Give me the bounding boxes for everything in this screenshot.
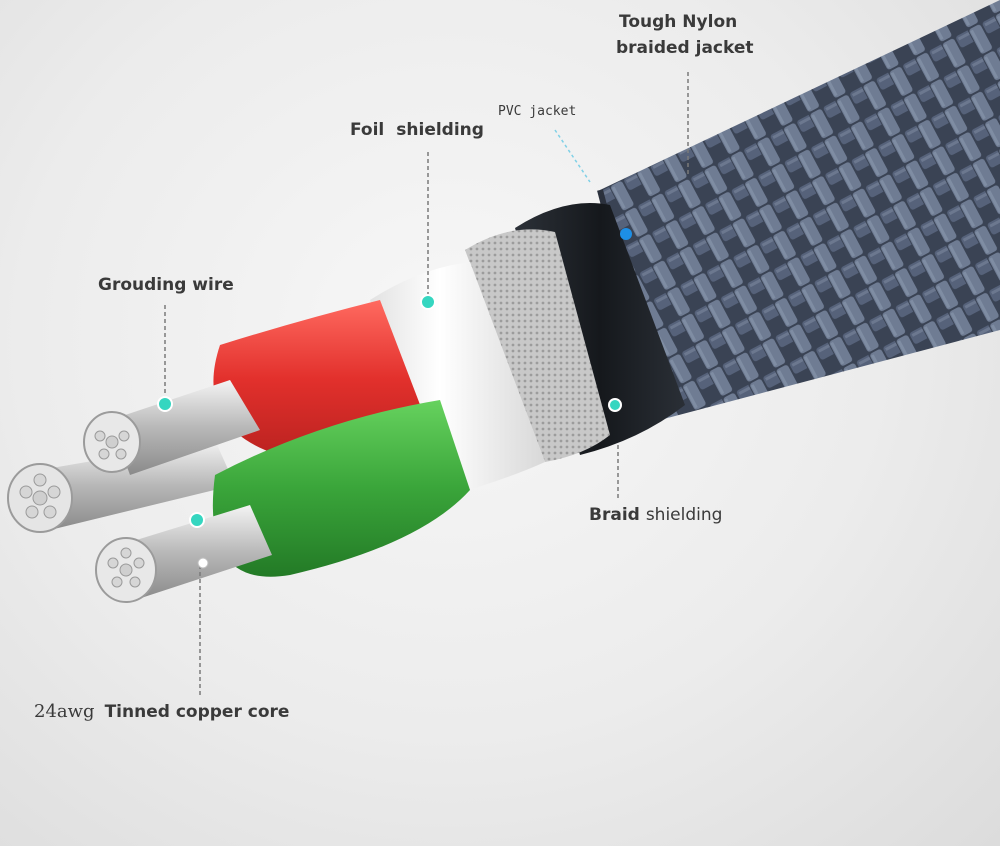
marker-grounding-icon (157, 396, 173, 412)
label-braid-part2: shielding (645, 505, 723, 525)
label-tough-nylon-line1: Tough Nylon (619, 12, 738, 32)
marker-foil-icon (420, 294, 436, 310)
leader-pvc (554, 129, 591, 183)
braid-shielding-body (465, 229, 610, 462)
label-tinned-copper-core: Tinned copper core (104, 702, 290, 722)
green-insulation (212, 400, 470, 577)
label-foil-part1: Foil (350, 120, 385, 140)
label-gauge: 24awg (34, 701, 95, 722)
label-pvc-jacket: PVC jacket (498, 104, 577, 119)
label-foil-part2: shielding (396, 120, 484, 140)
label-braid-part1: Braid (589, 505, 640, 525)
label-foil-shielding: Foil shielding (350, 120, 484, 140)
green-core-strand (120, 505, 272, 600)
pvc-blue-dot (620, 228, 632, 240)
marker-core-icon (197, 557, 209, 569)
red-core-strand (110, 380, 260, 475)
label-core: 24awg Tinned copper core (34, 701, 289, 722)
marker-green-icon (189, 512, 205, 528)
label-braid-shielding: Braid shielding (589, 505, 722, 525)
label-grounding-wire: Grouding wire (98, 275, 234, 295)
label-tough-nylon-line2: braided jacket (616, 38, 754, 58)
grounding-wire-strand (40, 440, 235, 530)
marker-braid-icon (608, 398, 622, 412)
nylon-braided-jacket (600, 0, 1000, 420)
foil-shielding-body (370, 262, 545, 497)
